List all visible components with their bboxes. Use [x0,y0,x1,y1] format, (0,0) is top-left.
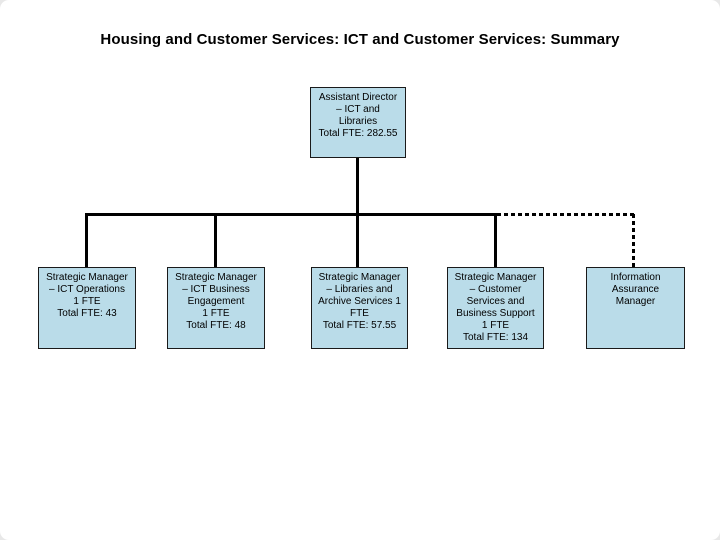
connector-drop-libraries [356,214,359,267]
org-node-customer-services-business-support: Strategic Manager – Customer Services an… [447,267,544,349]
org-node-ict-operations: Strategic Manager – ICT Operations 1 FTE… [38,267,136,349]
org-node-ict-business-engagement: Strategic Manager – ICT Business Engagem… [167,267,265,349]
connector-drop-ict-operations [85,214,88,267]
org-node-information-assurance-manager: Information Assurance Manager [586,267,685,349]
org-node-libraries-archive-services: Strategic Manager – Libraries and Archiv… [311,267,408,349]
connector-dashed-drop-information-assurance [632,214,635,267]
connector-drop-ict-business [214,214,217,267]
org-node-assistant-director: Assistant Director – ICT and Libraries T… [310,87,406,158]
page-title: Housing and Customer Services: ICT and C… [100,31,620,48]
connector-root-vertical [356,158,359,214]
connector-drop-customer-services [494,214,497,267]
connector-horizontal-main [85,213,497,216]
connector-dashed-horizontal [497,213,636,216]
